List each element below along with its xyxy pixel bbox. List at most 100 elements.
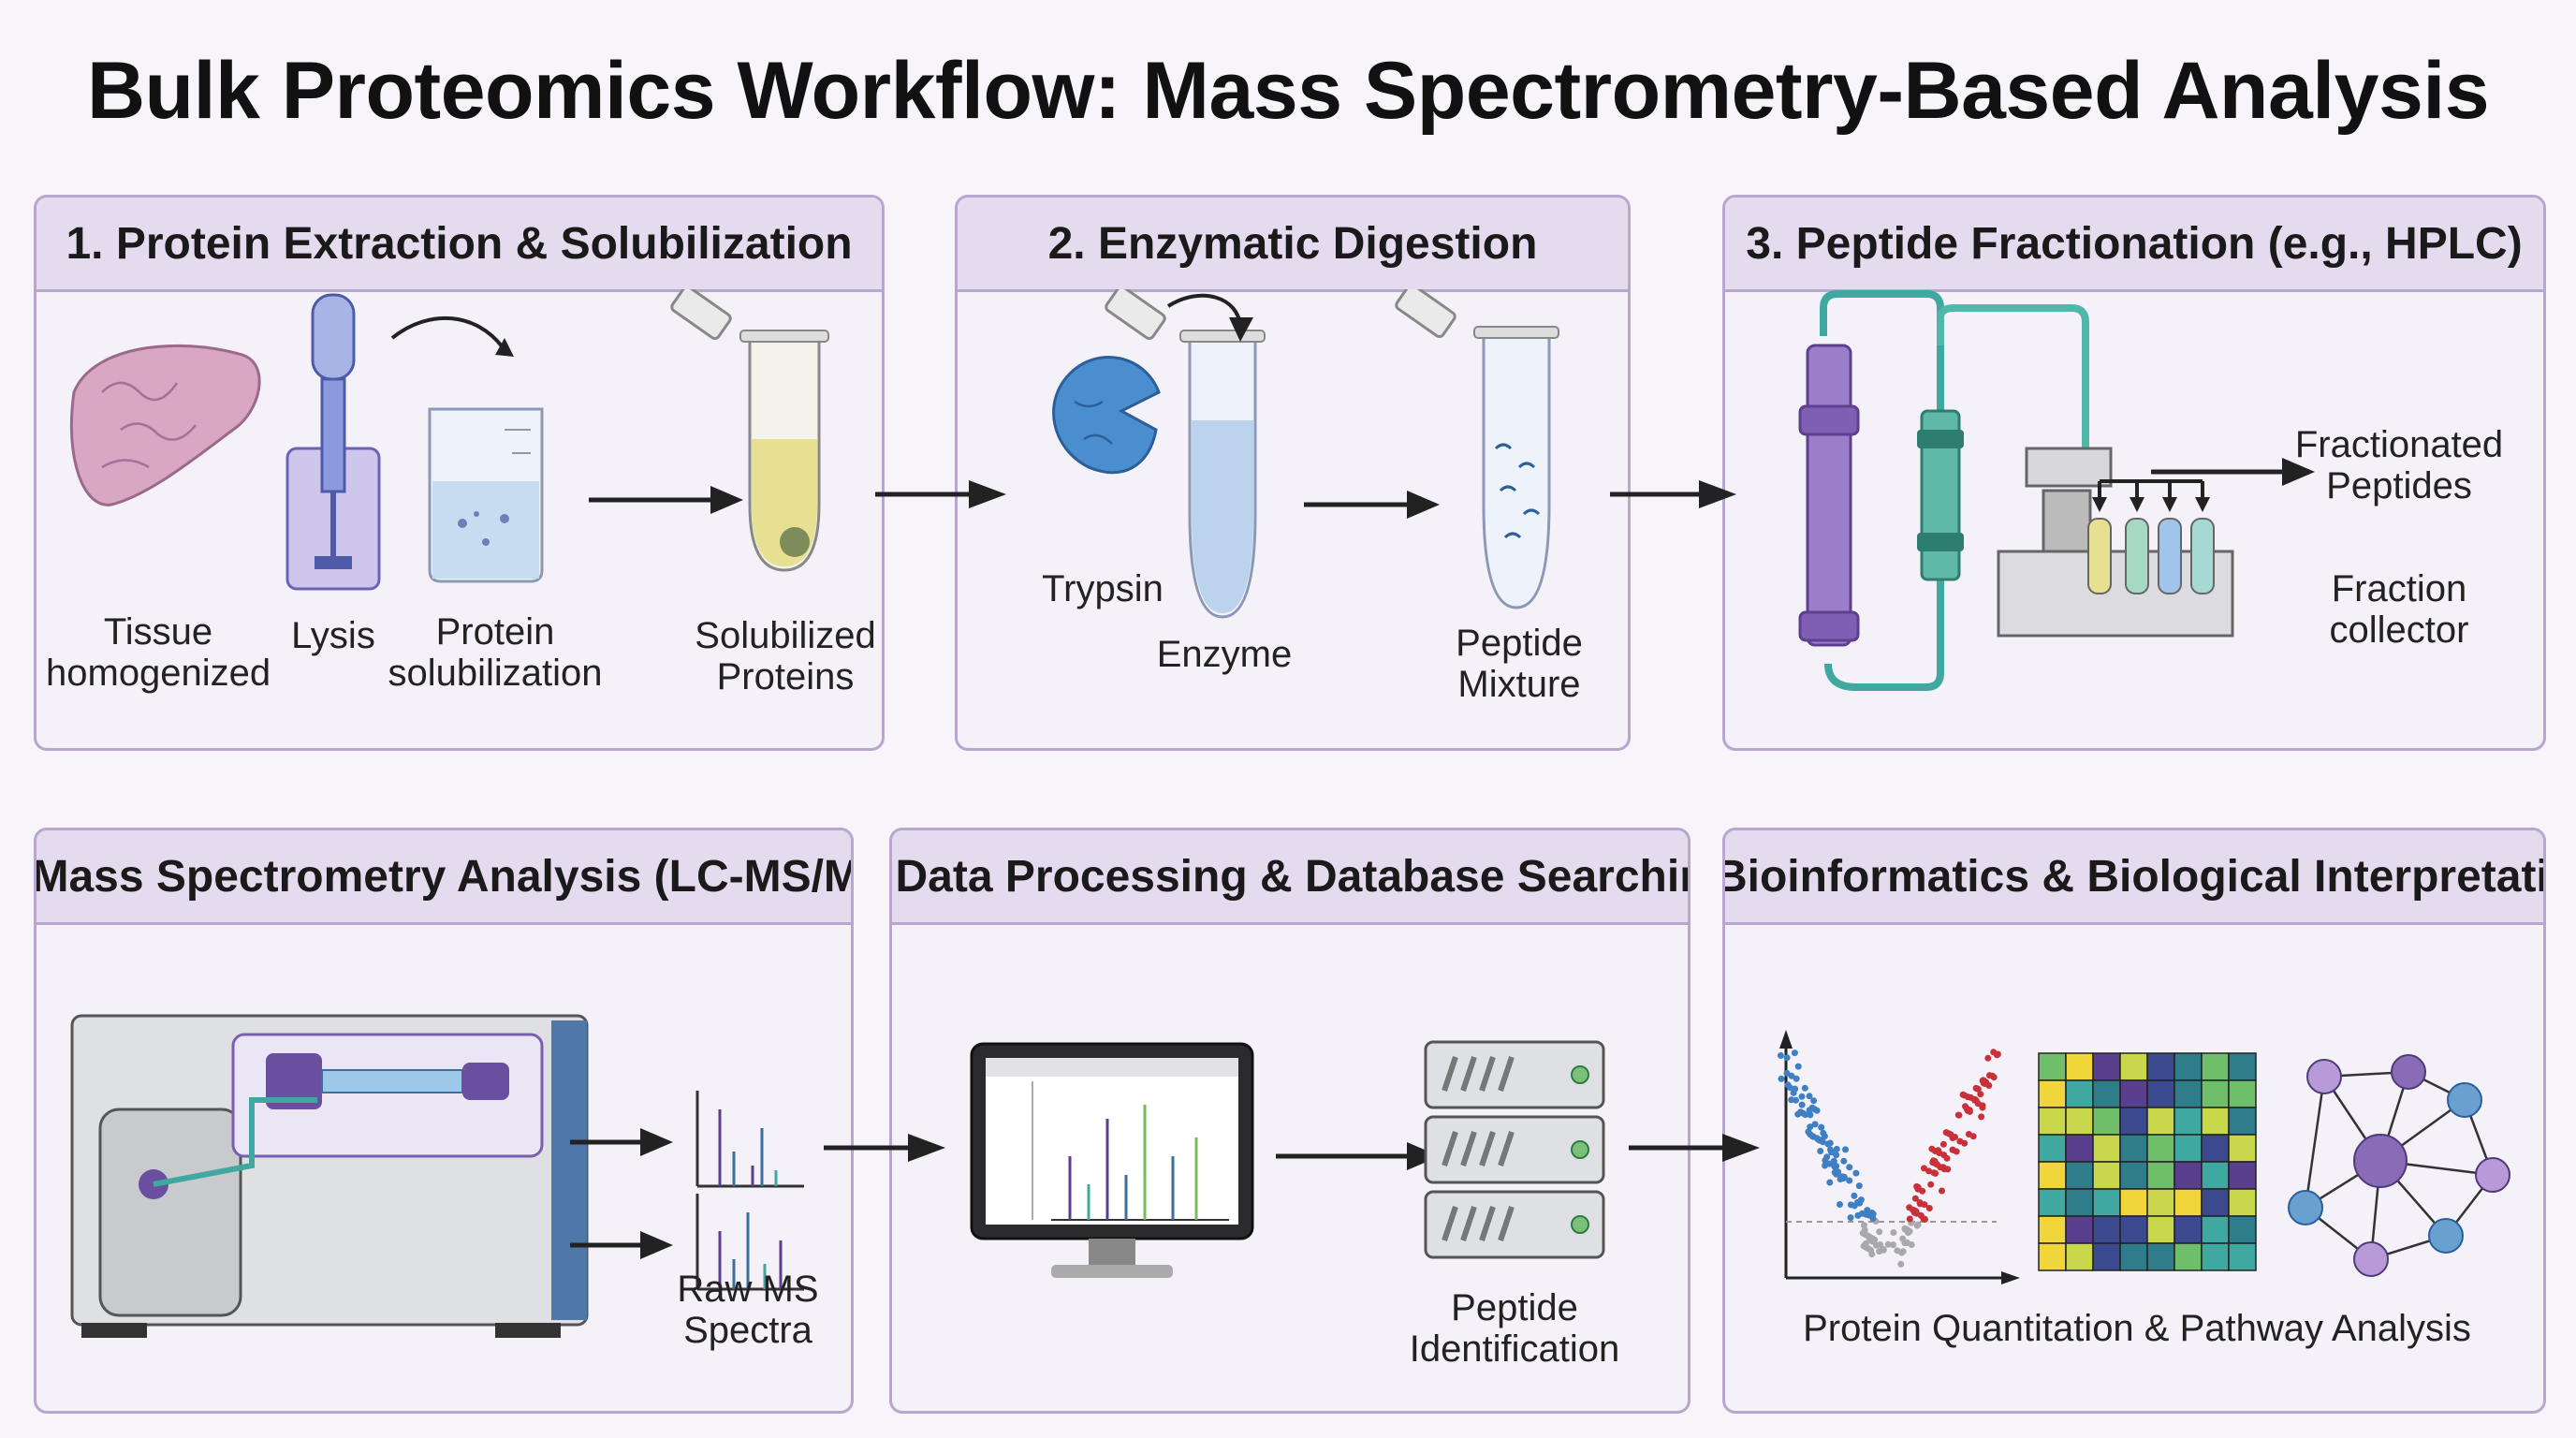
volcano-point [1914, 1183, 1922, 1191]
tube-icon [670, 289, 829, 572]
volcano-point [1969, 1133, 1977, 1140]
heatmap-cell [2174, 1079, 2203, 1108]
volcano-point [1912, 1208, 1920, 1215]
volcano-point [1921, 1201, 1928, 1209]
heatmap-cell [2119, 1242, 2148, 1271]
volcano-point [1852, 1169, 1860, 1177]
heatmap-cell [2065, 1107, 2094, 1136]
beaker-icon [428, 407, 544, 583]
heatmap-cell [2038, 1161, 2067, 1190]
volcano-point [1835, 1168, 1842, 1176]
volcano-point [1840, 1157, 1848, 1165]
volcano-point [1793, 1096, 1799, 1104]
heatmap-cell [2092, 1215, 2121, 1244]
panel-5-illustration [970, 1040, 1605, 1278]
volcano-point [1822, 1162, 1829, 1169]
volcano-point [1935, 1147, 1942, 1154]
volcano-point [1974, 1085, 1982, 1093]
panel-3-illustration [1798, 290, 2315, 691]
panel-peptide-fractionation: 3. Peptide Fractionation (e.g., HPLC) [1722, 195, 2546, 751]
volcano-point [1862, 1240, 1869, 1247]
panel-heading: 6. Bioinformatics & Biological Interpret… [1725, 830, 2543, 925]
panel-mass-spectrometry: 4. Mass Spectrometry Analysis (LC-MS/MS) [34, 828, 854, 1414]
volcano-point [1953, 1148, 1960, 1155]
heatmap-cell [2065, 1188, 2094, 1217]
volcano-point [1869, 1215, 1877, 1222]
heatmap-cell [2146, 1134, 2175, 1163]
volcano-point [1837, 1201, 1843, 1208]
volcano-point [1861, 1226, 1868, 1234]
label-enzyme: Enzyme [1156, 634, 1293, 675]
heatmap-cell [2146, 1215, 2175, 1244]
volcano-point [1807, 1123, 1814, 1131]
volcano-point [1822, 1156, 1829, 1164]
label-fractionated-peptides: Fractionated Peptides [2294, 424, 2504, 506]
volcano-point [1978, 1113, 1985, 1121]
heatmap-cell [2119, 1052, 2148, 1081]
panel-heading: 1. Protein Extraction & Solubilization [37, 198, 882, 292]
panel-bioinformatics: 6. Bioinformatics & Biological Interpret… [1722, 828, 2546, 1414]
volcano-point [1798, 1093, 1806, 1100]
heatmap-cell [2201, 1052, 2230, 1081]
heatmap-cell [2092, 1052, 2121, 1081]
volcano-point [1871, 1236, 1879, 1243]
volcano-point [1851, 1202, 1858, 1210]
heatmap-cell [2228, 1161, 2257, 1190]
volcano-point [1818, 1123, 1825, 1131]
volcano-point [1794, 1063, 1802, 1070]
label-trypsin: Trypsin [1042, 568, 1164, 609]
volcano-point [1820, 1129, 1827, 1137]
heatmap-cell [2092, 1079, 2121, 1108]
volcano-point [1784, 1081, 1792, 1089]
volcano-point [1908, 1241, 1915, 1248]
spectrum-icon [695, 1194, 804, 1291]
volcano-point [1932, 1169, 1939, 1177]
label-protein-quantitation: Protein Quantitation & Pathway Analysis [1803, 1308, 2471, 1349]
arrow-icon [1166, 293, 1242, 328]
heatmap-cell [2228, 1188, 2257, 1217]
volcano-point [1828, 1149, 1835, 1156]
volcano-point [1897, 1260, 1905, 1268]
label-peptide-identification: Peptide Identification [1409, 1287, 1620, 1370]
heatmap-cell [2092, 1161, 2121, 1190]
panel-heading: 2. Enzymatic Digestion [958, 198, 1628, 292]
volcano-point [1854, 1211, 1862, 1219]
label-fraction-collector: Fraction collector [2329, 568, 2469, 651]
volcano-point [1802, 1111, 1809, 1119]
label-solubilized-proteins: Solubilized Proteins [695, 615, 876, 697]
heatmap-cell [2065, 1134, 2094, 1163]
heatmap-cell [2119, 1161, 2148, 1190]
volcano-point [1984, 1054, 1992, 1062]
volcano-point [1840, 1173, 1848, 1181]
volcano-point [1899, 1235, 1907, 1242]
volcano-point [1940, 1152, 1948, 1159]
liver-tissue-icon [69, 344, 261, 506]
volcano-point [1955, 1111, 1963, 1119]
volcano-point [1810, 1097, 1818, 1105]
volcano-point [1884, 1240, 1892, 1248]
heatmap-cell [2201, 1188, 2230, 1217]
volcano-point [1833, 1145, 1840, 1152]
heatmap-cell [2201, 1079, 2230, 1108]
panel-heading: 3. Peptide Fractionation (e.g., HPLC) [1725, 198, 2543, 292]
label-lysis: Lysis [291, 615, 375, 656]
heatmap-cell [2065, 1161, 2094, 1190]
heatmap-cell [2174, 1052, 2203, 1081]
heatmap-cell [2119, 1079, 2148, 1108]
tube-icon [1395, 289, 1559, 609]
volcano-point [1980, 1077, 1987, 1084]
volcano-point [1826, 1139, 1834, 1147]
heatmap-cell [2038, 1107, 2067, 1136]
heatmap-cell [2119, 1215, 2148, 1244]
volcano-point [1890, 1229, 1897, 1236]
server-icon [1424, 1040, 1605, 1259]
panel-2-illustration [1052, 289, 1559, 619]
volcano-point [1919, 1187, 1926, 1195]
heatmap-cell [2065, 1242, 2094, 1271]
page-title: Bulk Proteomics Workflow: Mass Spectrome… [86, 46, 2490, 136]
volcano-point [1811, 1121, 1819, 1128]
heatmap-cell [2228, 1215, 2257, 1244]
volcano-point [1994, 1050, 2001, 1058]
heatmap-cell [2092, 1242, 2121, 1271]
heatmap-cell [2146, 1107, 2175, 1136]
